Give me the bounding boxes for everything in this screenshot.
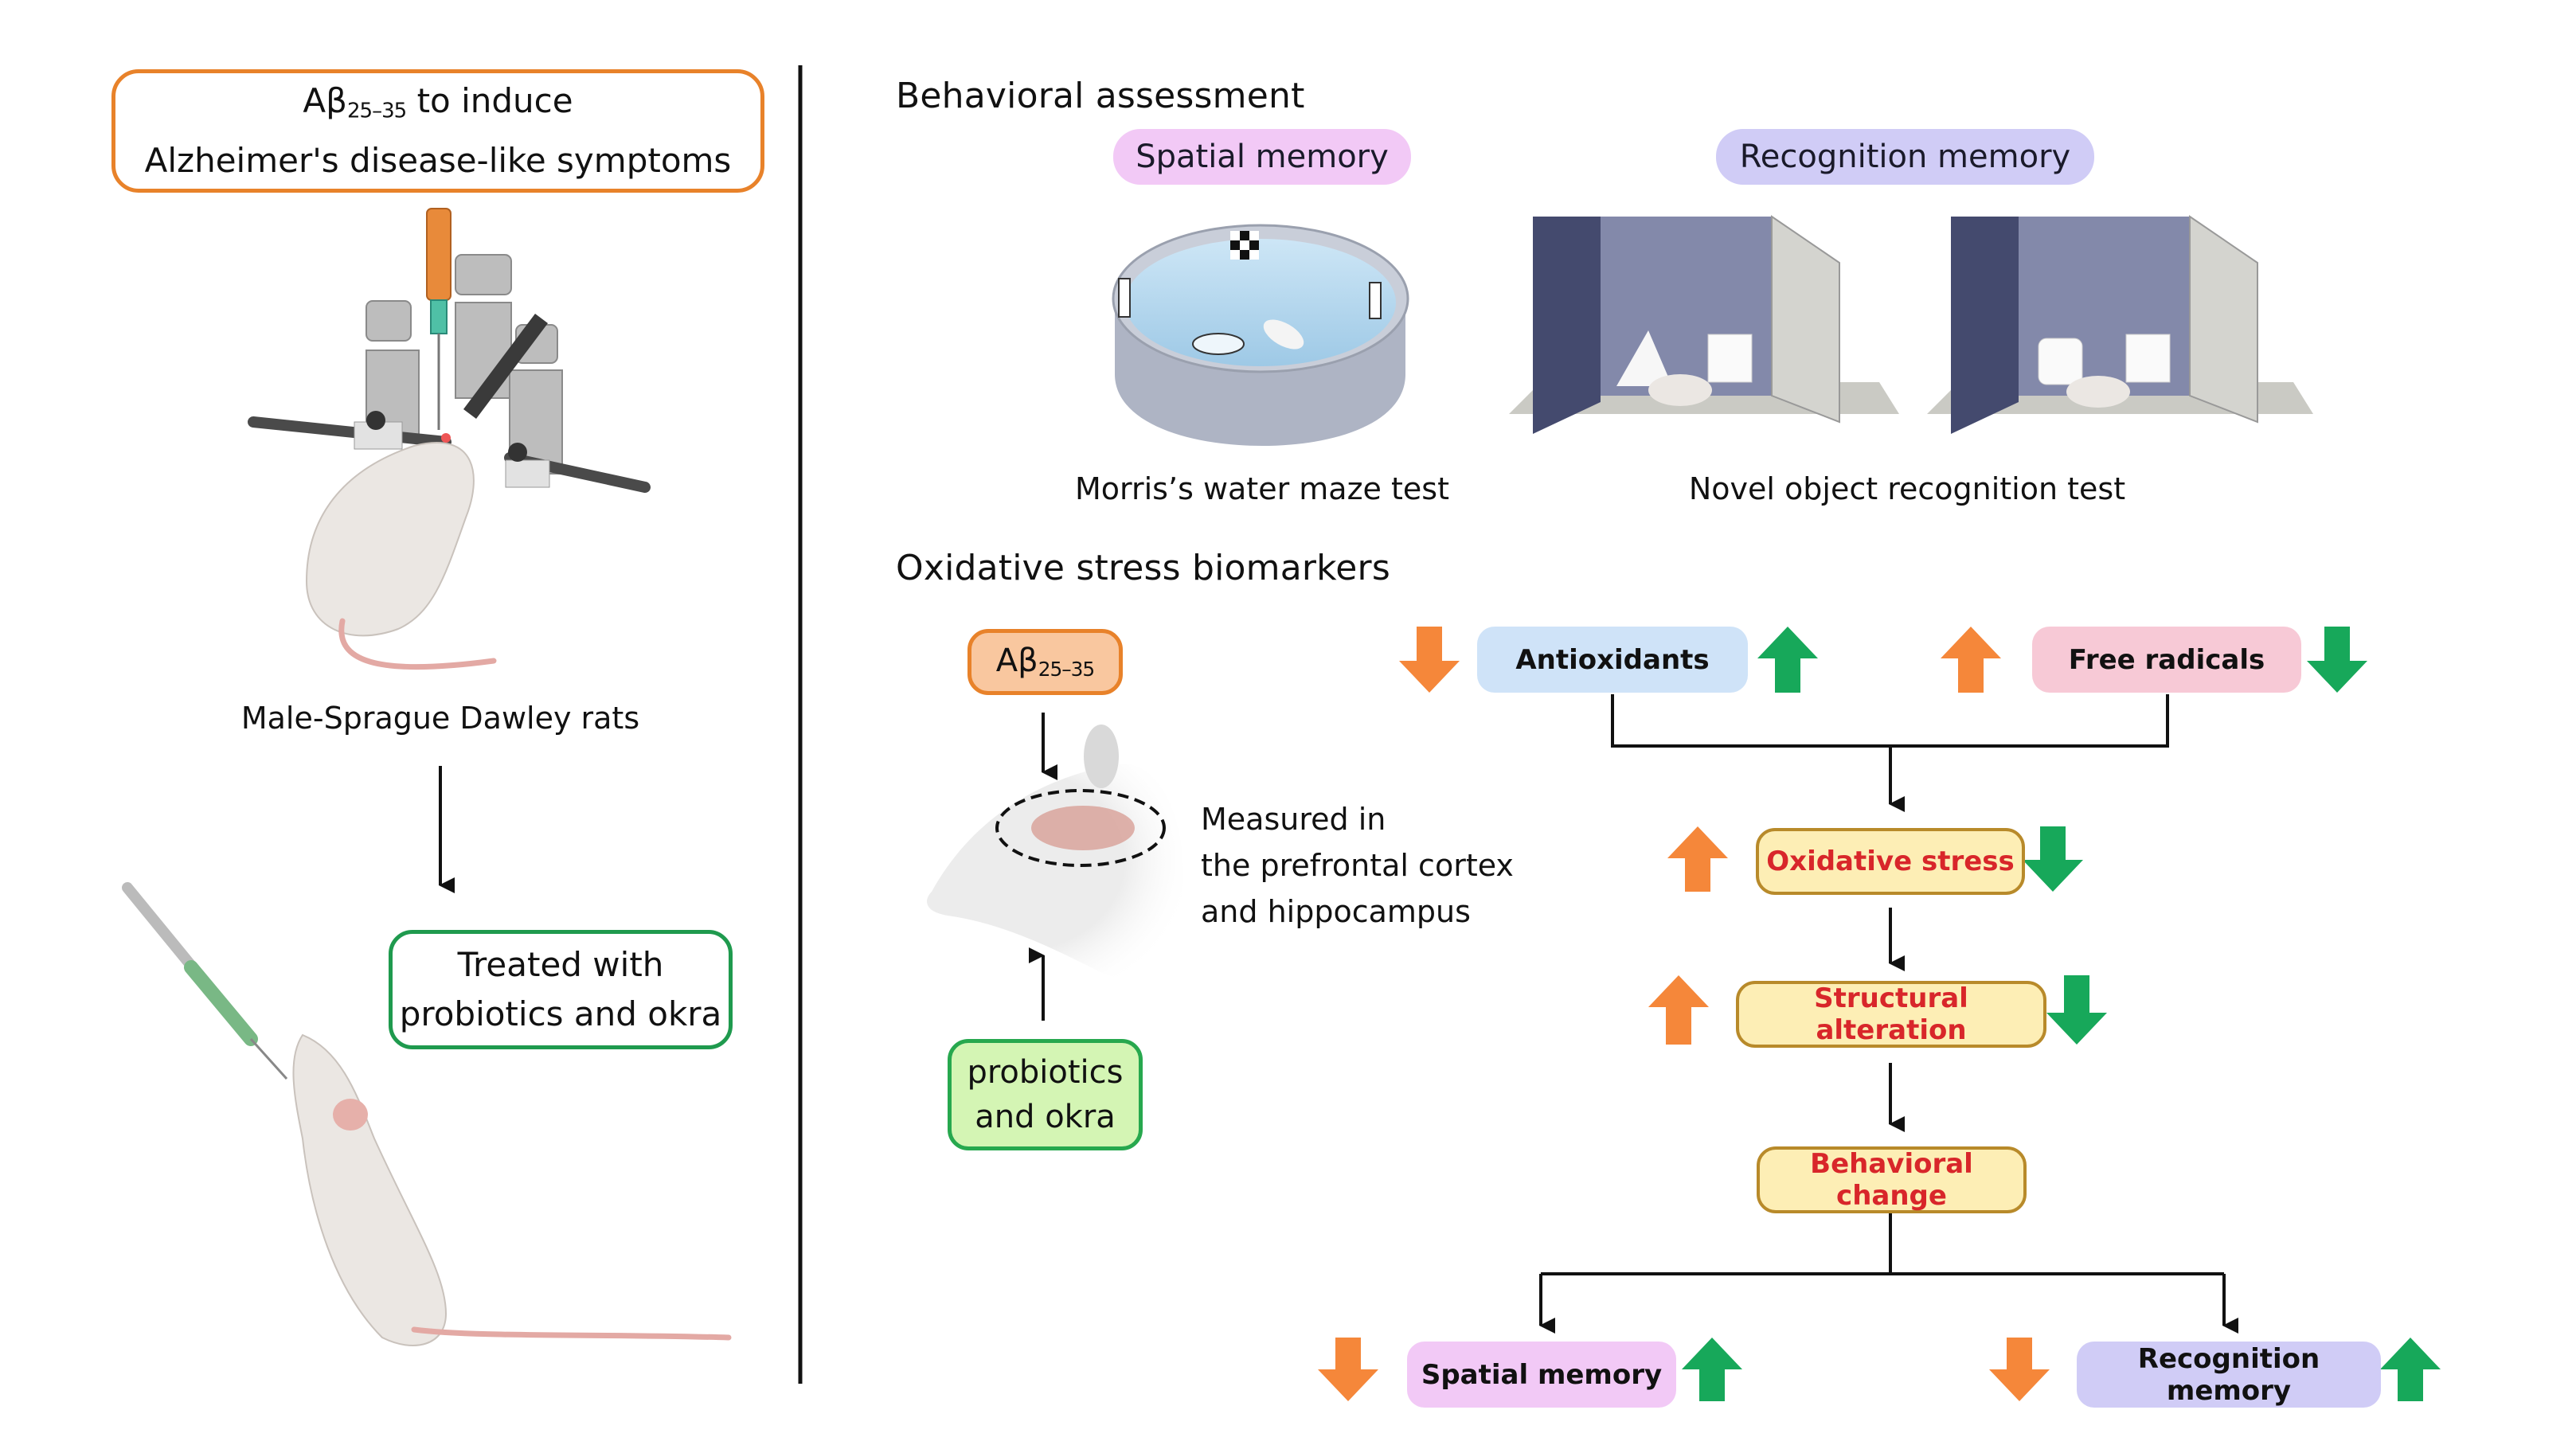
arrow-up-icon (1682, 1338, 1742, 1401)
probiotics-line-2: and okra (975, 1099, 1116, 1135)
measured-line-2: the prefrontal cortex (1201, 848, 1514, 883)
free-radicals-box: Free radicals (2032, 627, 2301, 693)
nor-caption: Novel object recognition test (1688, 471, 2126, 506)
novel-object-recognition-illustration-1 (1509, 215, 1899, 434)
spatial-memory-result-box: Spatial memory (1407, 1342, 1676, 1408)
oxidative-stress-heading: Oxidative stress biomarkers (896, 548, 1390, 588)
probiotics-box: probiotics and okra (948, 1039, 1143, 1150)
behavioral-change-box: Behavioral change (1757, 1146, 2027, 1213)
arrow-up-icon (1941, 627, 2001, 693)
antioxidants-box: Antioxidants (1477, 627, 1748, 693)
arrow-down-icon (1989, 1338, 2050, 1401)
measured-text: Measured in the prefrontal cortex and hi… (1201, 796, 1514, 935)
arrow-down-icon (2307, 627, 2367, 693)
arrow-up-icon (1667, 826, 1728, 892)
novel-object-recognition-illustration-2 (1927, 215, 2313, 434)
induction-box: Aβ25–35 to induce Alzheimer's disease-li… (111, 69, 764, 193)
recognition-memory-pill: Recognition memory (1716, 129, 2094, 185)
structural-alteration-box: Structural alteration (1736, 981, 2046, 1048)
stereotaxic-rat-illustration (248, 208, 651, 670)
induction-line-2: Alzheimer's disease-like symptoms (144, 140, 732, 180)
rat-head-brain-illustration (927, 724, 1184, 979)
water-maze-illustration (1112, 224, 1409, 446)
ab-box-label: Aβ25–35 (995, 642, 1095, 682)
arrow-down-icon (2046, 975, 2107, 1045)
induction-line-1: Aβ25–35 to induce (303, 81, 573, 123)
arrow-down-icon (1318, 1338, 1378, 1401)
arrow-up-icon (2380, 1338, 2441, 1401)
spatial-memory-pill: Spatial memory (1113, 129, 1411, 185)
measured-line-3: and hippocampus (1201, 894, 1471, 929)
measured-line-1: Measured in (1201, 802, 1386, 837)
recognition-memory-result-box: Recognition memory (2077, 1342, 2381, 1408)
arrow-up-icon (1757, 627, 1818, 693)
behavioral-assessment-heading: Behavioral assessment (896, 76, 1305, 116)
arrow-down-icon (1399, 627, 1460, 693)
oxidative-stress-box: Oxidative stress (1756, 828, 2025, 895)
treatment-line-1: Treated with (457, 945, 664, 984)
ab-box: Aβ25–35 (967, 629, 1123, 695)
arrow-down-icon (2023, 826, 2083, 892)
arrow-up-icon (1648, 975, 1709, 1045)
water-maze-caption: Morris’s water maze test (1075, 471, 1449, 506)
treatment-box: Treated with probiotics and okra (389, 930, 733, 1049)
probiotics-line-1: probiotics (967, 1054, 1124, 1091)
rat-label: Male-Sprague Dawley rats (240, 701, 640, 736)
treatment-line-2: probiotics and okra (399, 994, 722, 1033)
